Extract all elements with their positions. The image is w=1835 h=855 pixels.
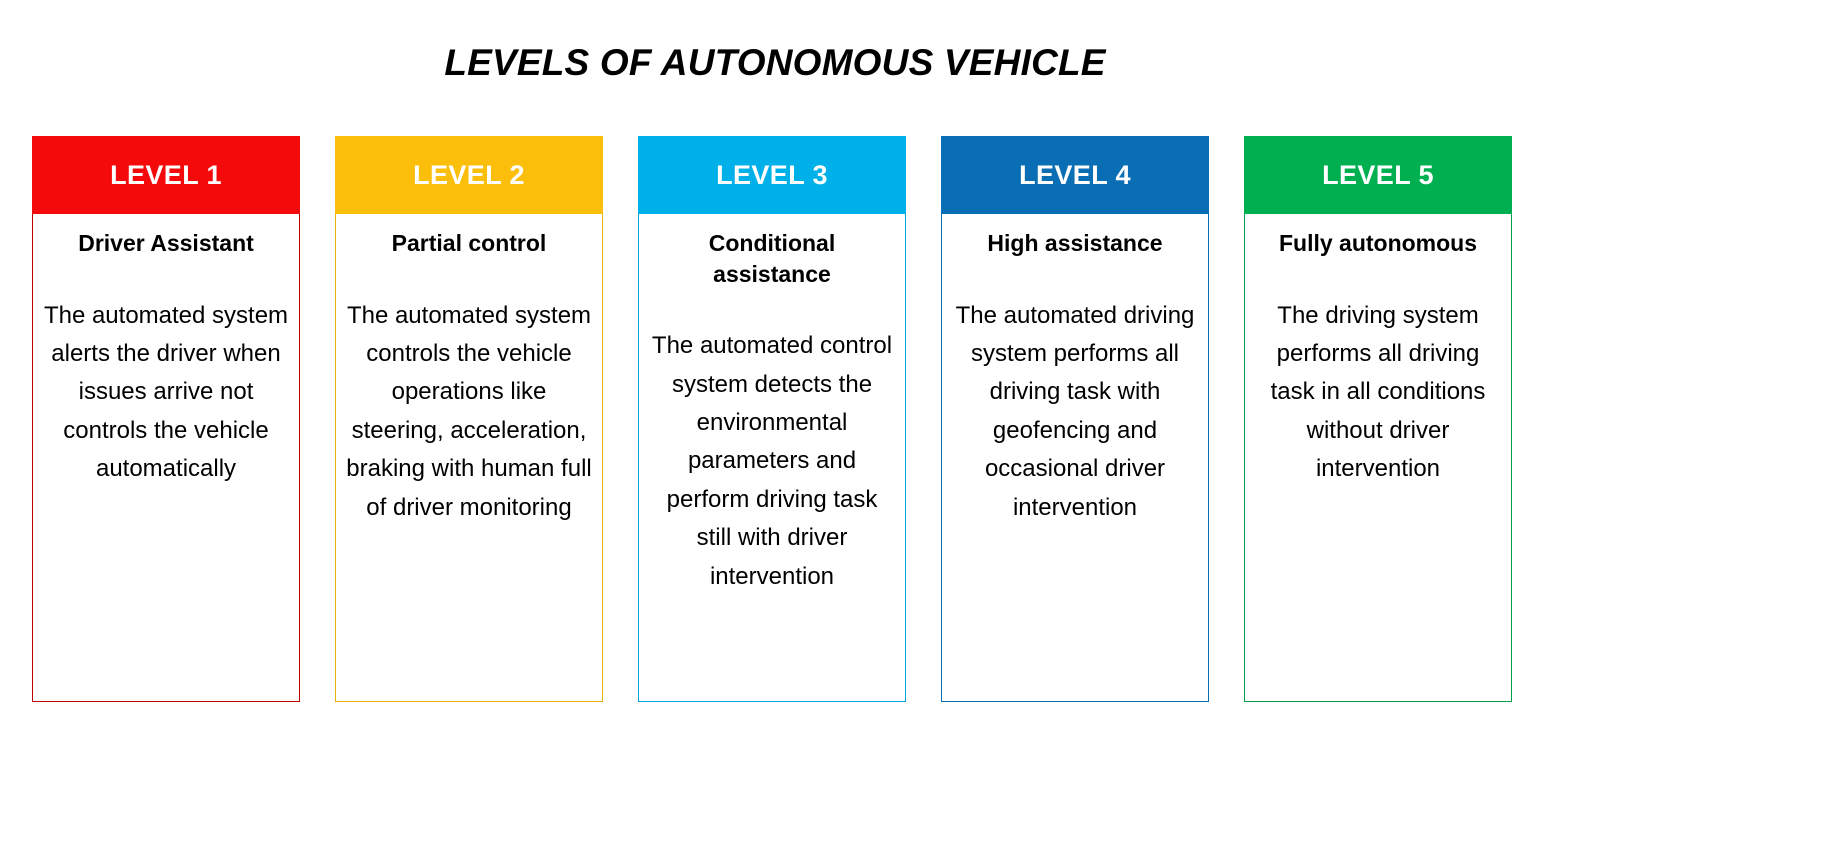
page-title: LEVELS OF AUTONOMOUS VEHICLE: [444, 42, 1106, 83]
level-card-header: LEVEL 5: [1244, 136, 1512, 214]
level-card-header: LEVEL 2: [335, 136, 603, 214]
level-card-subtitle: Driver Assistant: [78, 230, 254, 256]
level-card-header-label: LEVEL 4: [1019, 159, 1131, 190]
level-card-description: The automated control system detects the…: [651, 332, 893, 590]
level-card-subtitle: Partial control: [391, 230, 547, 256]
level-card-subtitle: Conditional assistance: [708, 230, 836, 287]
level-card-description: The automated driving system performs al…: [955, 301, 1195, 521]
level-card-header-label: LEVEL 5: [1322, 159, 1434, 190]
level-card-subtitle: Fully autonomous: [1278, 230, 1478, 256]
level-card-header: LEVEL 1: [32, 136, 300, 214]
level-card-header: LEVEL 3: [638, 136, 906, 214]
level-card-header-label: LEVEL 1: [110, 159, 222, 190]
level-card-header: LEVEL 4: [941, 136, 1209, 214]
level-card-description: The automated system alerts the driver w…: [43, 301, 289, 483]
level-card-description: The driving system performs all driving …: [1270, 301, 1486, 483]
level-card-description: The automated system controls the vehicl…: [346, 301, 592, 521]
level-card-subtitle: High assistance: [987, 230, 1163, 256]
level-card-header-label: LEVEL 3: [716, 159, 828, 190]
level-card-header-label: LEVEL 2: [413, 159, 525, 190]
